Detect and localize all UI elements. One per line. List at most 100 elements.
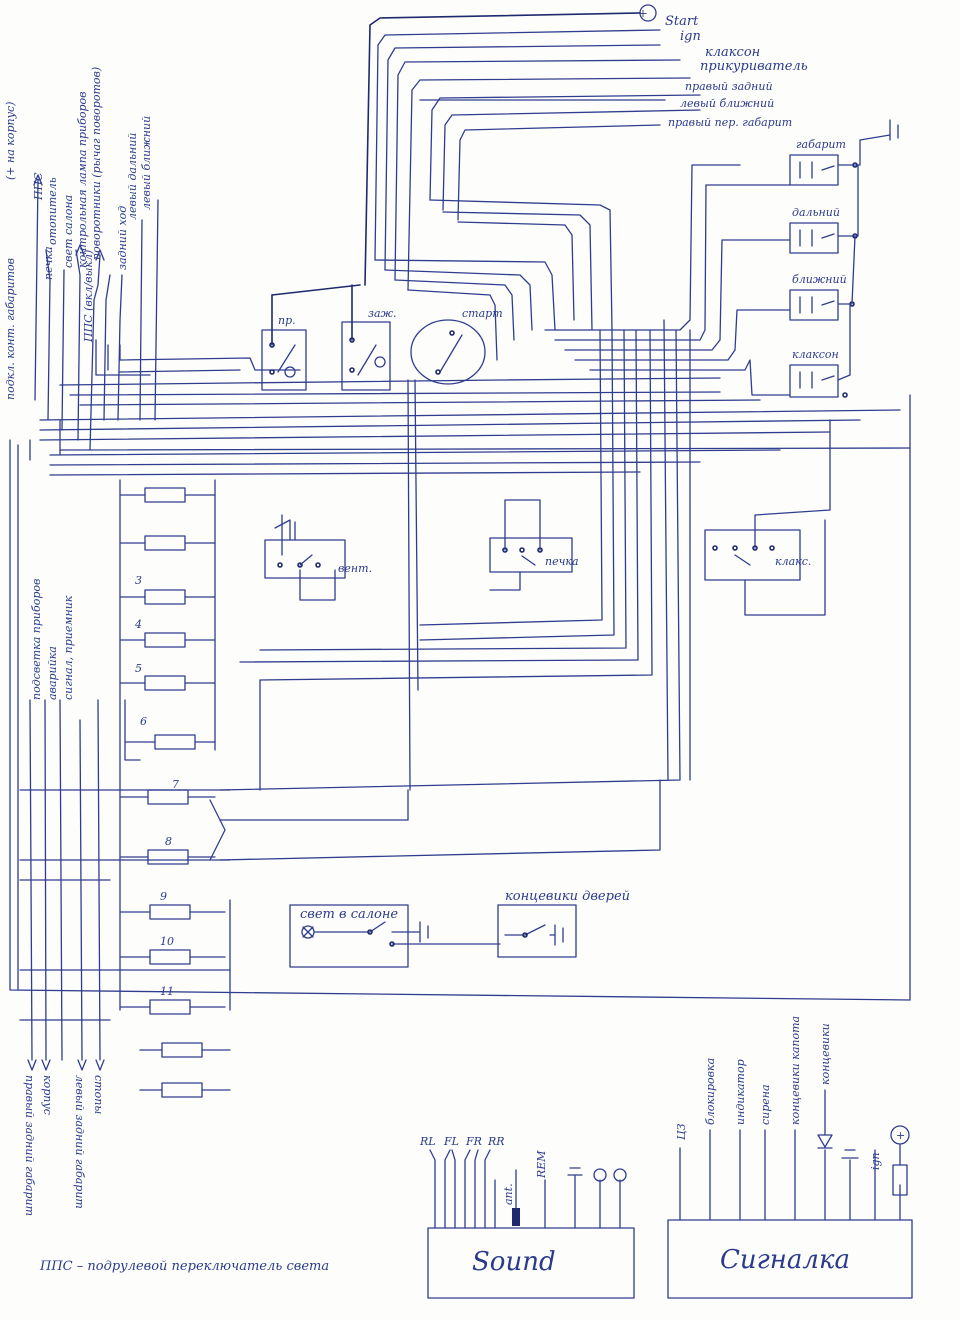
sound-channel-label: RR [487,1135,505,1148]
switch-start: старт [410,307,503,385]
fuse-8 [119,849,216,865]
left-label: сигнал, приемник [62,595,75,700]
fuse-number: 9 [160,890,167,903]
alarm-unit: Сигналка ЦЗ блокировка индикатор сирена … [667,1016,913,1299]
relay-blizhniy: ближний [789,235,856,321]
top-wire-bundle [364,4,791,396]
sound-channel-label: RL [419,1135,436,1148]
right-front-label: правый пер. габарит [668,116,792,129]
sound-title: Sound [472,1247,556,1277]
sound-unit: Sound RL FL FR RR ant. REM [419,1135,635,1299]
left-label: левый дальний [126,133,139,220]
alarm-input-label: ЦЗ [675,1123,688,1140]
fuse-5 [119,675,216,691]
alarm-input-label: индикатор [734,1059,747,1125]
fuse-2 [119,535,216,551]
fuse-9 [119,904,226,920]
fuse-number: 4 [134,618,142,631]
relay-klakson: клаксон [789,304,851,398]
relay-dalniy-label: дальний [792,206,840,219]
left-label: левый ближний [140,116,153,210]
fuse-number: 3 [135,574,142,587]
fuse-1 [119,487,216,503]
left-label: (+ на корпус) [4,102,17,180]
left-label: свет салона [62,195,75,268]
salon-light-label: свет в салоне [300,907,398,922]
alarm-title: Сигналка [720,1245,850,1275]
door-switches-box: концевики дверей [497,889,630,958]
start-label: Start [665,14,699,29]
fuse-6 [124,734,216,750]
horizontal-bus [39,357,901,476]
switch-pechka: печка [489,499,579,591]
left-label: стопы [92,1075,105,1114]
left-arrows [27,174,105,1071]
switch-klaks: клакс. [704,419,831,616]
door-switches-label: концевики дверей [505,889,630,904]
sound-rem-label: REM [535,1150,548,1179]
switch-pr-label: пр. [278,314,296,327]
fuse-block [119,479,231,1098]
fuse-number: 6 [140,715,147,728]
relay-dalniy: дальний [789,164,859,254]
relay-blizhniy-label: ближний [792,273,847,286]
fuse-spare-2 [139,1082,231,1098]
left-harness [19,179,231,1061]
footnote: ППС – подрулевой переключатель света [39,1259,329,1274]
switch-zaj-label: заж. [368,307,397,320]
switch-pechka-label: печка [545,555,579,568]
left-label: отопитель [46,177,59,245]
left-rear-label: левый ближний [680,97,774,110]
left-label: аварийка [46,646,59,700]
left-label: ППС (вкл/выкл) [82,250,95,343]
main-frame [9,394,911,1001]
fuse-number: 7 [172,778,179,791]
fuse-10 [119,949,226,965]
left-label: подсветка приборов [30,579,43,700]
fuse-3 [119,589,216,605]
top-labels: + Start ign клаксон прикуриватель правый… [638,7,807,129]
left-label: правый задний габарит [23,1075,36,1216]
alarm-input-label: сирена [759,1084,772,1125]
relay-gabarit: габарит [789,119,899,186]
relay-gabarit-label: габарит [796,138,846,151]
fuse-7 [119,789,216,805]
switch-zaj: заж. [341,284,397,391]
switch-vent: вент. [264,514,372,601]
sound-channel-label: FR [465,1135,482,1148]
alarm-input-label: концевики [819,1023,832,1085]
left-vertical-labels: ППС (+ на корпус) подкл. конт. габаритов… [4,67,153,1216]
fuse-number: 5 [135,662,142,675]
left-label: поворотники (рычаг поворотов) [90,67,103,260]
left-label: задний ход [116,206,129,270]
switch-pr: пр. [261,284,361,391]
alarm-input-label: ign [869,1152,882,1170]
switch-vent-label: вент. [338,562,372,575]
plus-label: + [638,7,647,20]
sound-ant-label: ant. [502,1183,515,1205]
left-label: печка [42,246,55,280]
horn-label: клаксон [705,45,760,60]
left-label: ППС [32,172,45,201]
left-label: левый задний габарит [73,1075,86,1209]
switch-start-label: старт [462,307,503,320]
alarm-input-label: + [896,1129,905,1142]
relay-klakson-label: клаксон [792,348,839,361]
switch-klaks-label: клакс. [775,555,811,568]
fuse-spare-1 [139,1042,231,1058]
alarm-input-label: блокировка [704,1058,717,1125]
fuse-number: 8 [165,835,172,848]
sound-channel-label: FL [443,1135,459,1148]
fuse-numbers: 3 4 5 6 7 8 9 10 11 [134,574,179,998]
fuse-number: 11 [160,985,174,998]
lighter-label: прикуриватель [700,59,808,74]
left-label: контрольная лампа приборов [76,91,89,268]
salon-light-box: свет в салоне [289,904,501,968]
vertical-bus [219,319,691,861]
ign-label: ign [680,29,701,44]
fuse-number: 10 [160,935,174,948]
fuse-11 [119,999,226,1015]
right-rear-label: правый задний [685,80,773,93]
